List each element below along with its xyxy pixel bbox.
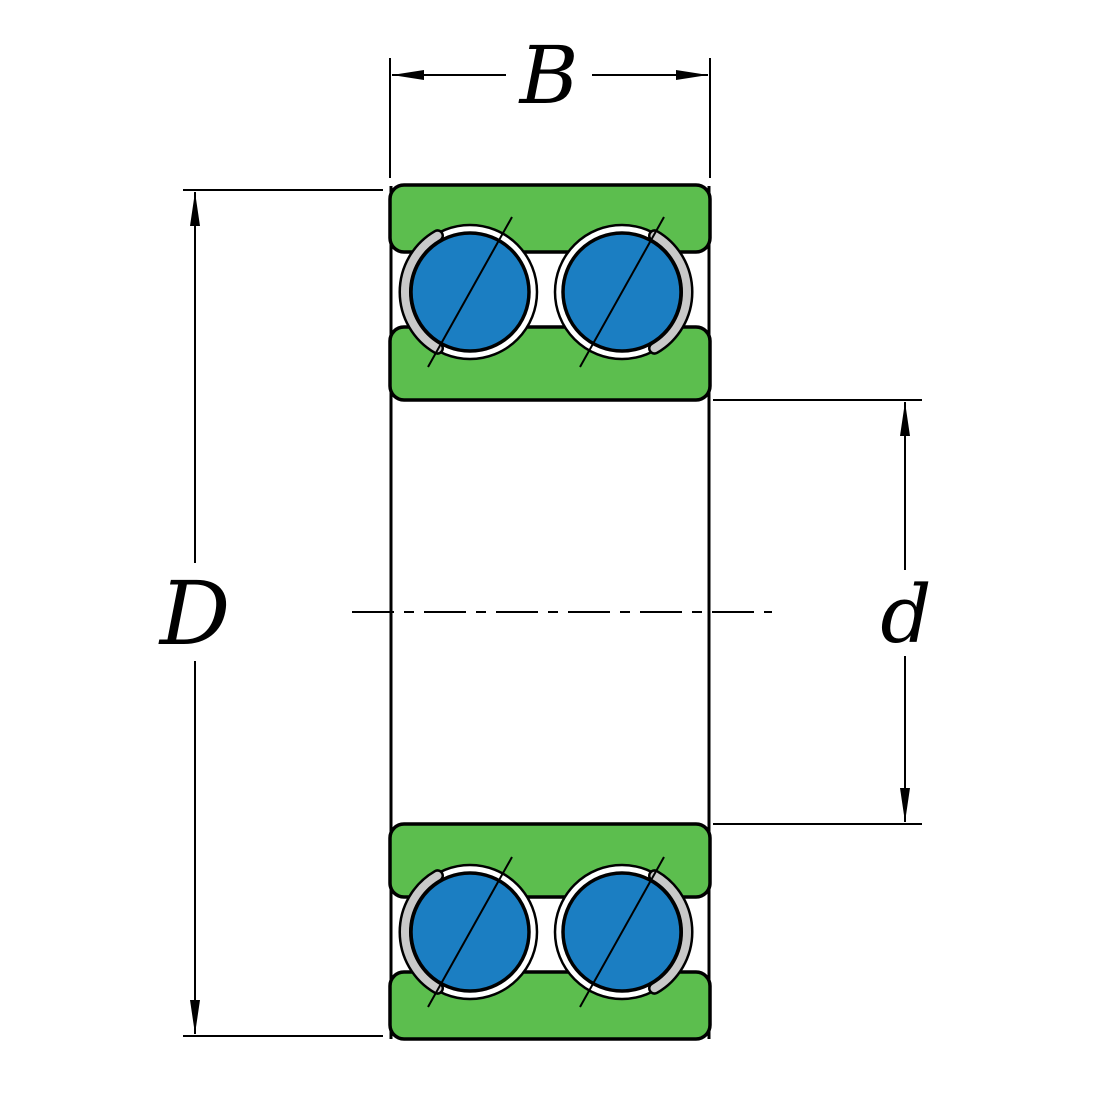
cage-clip: [650, 871, 691, 993]
bore-diameter-dimension-label: d: [880, 568, 931, 661]
outer-diameter-dimension-label: D: [158, 562, 231, 665]
bearing-bottom-section: [388, 822, 712, 1041]
label-backing: [874, 570, 938, 656]
dimension-B: B: [389, 29, 711, 178]
arrowhead-down-icon: [900, 788, 910, 822]
contact-angle-line: [427, 856, 513, 1008]
bearing-top-section: [388, 183, 712, 402]
dimension-D: D: [150, 189, 383, 1037]
contact-angle-line: [427, 216, 513, 368]
arrowhead-up-icon: [900, 402, 910, 436]
label-backing: [506, 38, 592, 112]
cage-clip: [401, 231, 442, 353]
arrowhead-left-icon: [392, 70, 424, 80]
cage-clip: [650, 231, 691, 353]
arrowhead-up-icon: [190, 192, 200, 226]
dimension-d: d: [713, 399, 938, 825]
contact-angle-line: [579, 216, 665, 368]
bearing-body: [352, 183, 772, 1041]
width-dimension-label: B: [518, 29, 579, 122]
arrowhead-right-icon: [676, 70, 708, 80]
arrowhead-down-icon: [190, 1000, 200, 1034]
label-backing: [150, 563, 240, 661]
cage-clip: [401, 871, 442, 993]
contact-angle-line: [579, 856, 665, 1008]
